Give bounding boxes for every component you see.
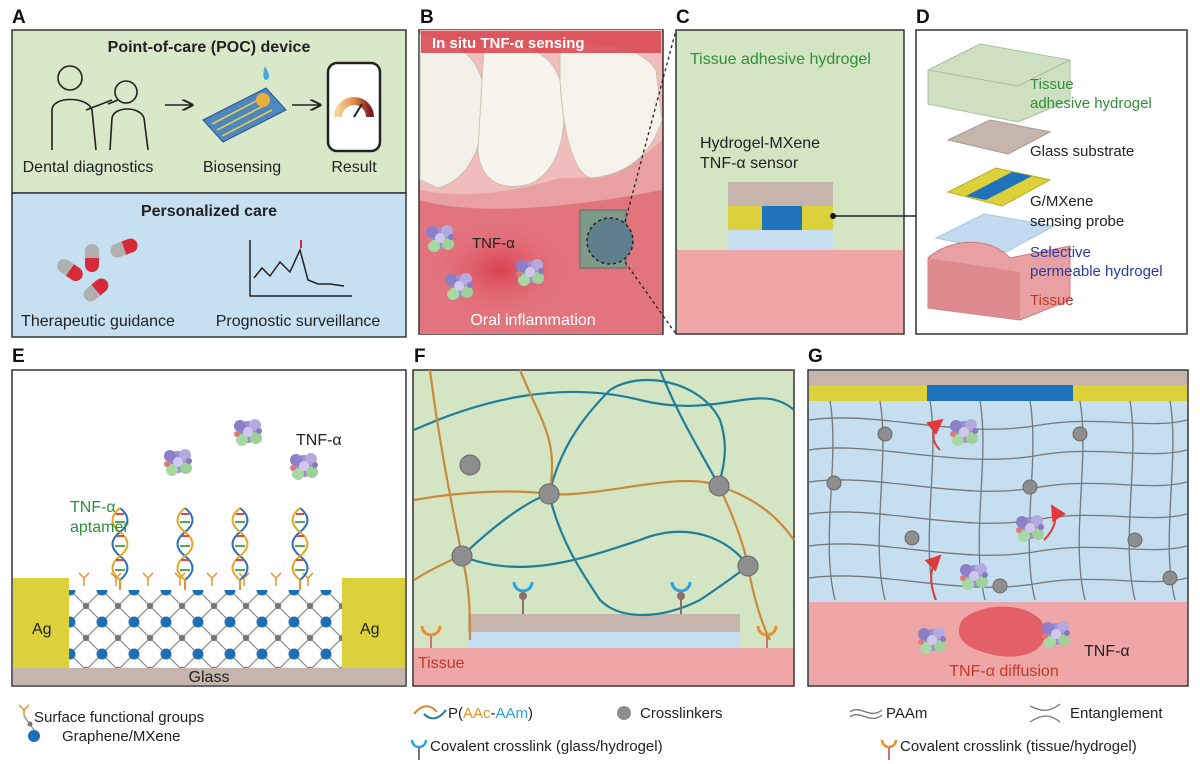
d-glass-label: Glass substrate <box>1030 143 1134 160</box>
tissue-label-f: Tissue <box>418 655 465 672</box>
mxene-layer-g <box>927 385 1073 401</box>
panel-f: F <box>412 346 795 687</box>
legend-crosslinkers: Crosslinkers <box>640 705 723 722</box>
crosslinker-legend-icon <box>617 706 631 720</box>
tissue-hydrogel-crosslinks <box>420 625 778 648</box>
panel-c: C Tissue adhesive hydrogel Hydrogel-MXen… <box>675 7 925 335</box>
d-hydrogel-label-2: adhesive hydrogel <box>1030 95 1152 112</box>
ag-electrode-right <box>342 578 405 668</box>
legend-covalent-glass: Covalent crosslink (glass/hydrogel) <box>430 738 663 755</box>
polymer-network <box>413 369 795 641</box>
inflamed-area <box>420 215 580 325</box>
poc-title: Point-of-care (POC) device <box>108 39 311 56</box>
personalized-care-title: Personalized care <box>141 203 277 220</box>
polymer-legend-icon <box>413 705 447 720</box>
legend-polymer: P(AAc-AAm) <box>448 705 533 722</box>
legend-e: Surface functional groups Graphene/MXene <box>18 704 204 745</box>
panel-b-label: B <box>420 7 434 28</box>
dentist-icon <box>51 65 149 151</box>
tissue-adhesive-hydrogel-label: Tissue adhesive hydrogel <box>690 51 871 68</box>
diffusion-arrows <box>924 418 1067 601</box>
tnf-alpha-label-b: TNF-α <box>472 235 515 252</box>
surface-group-legend-icon <box>18 704 40 742</box>
panel-e: E Ag Ag Glass TNF-α TNF-α aptamer <box>11 346 407 687</box>
panel-c-label: C <box>676 7 690 28</box>
tnf-alpha-label-e: TNF-α <box>296 432 342 449</box>
panel-d: D Tissue adhesive hydrogel Glass substra… <box>915 7 1188 335</box>
therapeutic-guidance-label: Therapeutic guidance <box>21 313 175 330</box>
tissue-region-c <box>677 250 903 333</box>
tnf-diffusion-label: TNF-α diffusion <box>949 663 1058 680</box>
g-crosslinkers <box>826 426 1178 594</box>
glass-label-e: Glass <box>189 669 230 686</box>
glass-layer-c <box>728 182 833 206</box>
panel-g-label: G <box>808 346 823 367</box>
step-biosensing: Biosensing <box>203 159 281 176</box>
legend-surface-groups: Surface functional groups <box>34 709 204 726</box>
d-hydrogel-label-1: Tissue <box>1030 76 1074 93</box>
prognostic-surveillance-label: Prognostic surveillance <box>216 313 381 330</box>
step-dental-diagnostics: Dental diagnostics <box>23 159 154 176</box>
sensor-label-line1: Hydrogel-MXene <box>700 135 820 152</box>
biosensor-strip-icon <box>202 66 287 143</box>
tnf-diffusion-blob <box>958 606 1046 657</box>
panel-d-label: D <box>916 7 930 28</box>
glass-hydrogel-crosslinks <box>512 581 692 614</box>
d-tissue-label: Tissue <box>1030 292 1074 309</box>
d-perm-label-1: Selective <box>1030 244 1091 261</box>
smartphone-icon <box>326 61 382 153</box>
panel-b: B In situ TNF-α sensing TNF-α Oral infla… <box>418 7 664 335</box>
glass-layer-f <box>468 614 740 632</box>
graphene-mxene-lattice <box>69 590 342 668</box>
glass-substrate-plate <box>946 119 1052 155</box>
surveillance-chart-icon <box>249 240 352 297</box>
paam-legend-icon <box>849 709 883 720</box>
ag-right-label: Ag <box>360 621 380 638</box>
permeable-layer-c <box>728 230 833 250</box>
ag-left-label: Ag <box>32 621 52 638</box>
legend-covalent-tissue: Covalent crosslink (tissue/hydrogel) <box>900 738 1137 755</box>
panel-a: A Point-of-care (POC) device Den <box>11 7 407 338</box>
personalized-care-section <box>11 192 407 338</box>
glass-crosslink-legend-icon <box>410 739 428 760</box>
zoom-circle <box>586 217 634 265</box>
oral-inflammation-label: Oral inflammation <box>470 312 595 329</box>
title-banner <box>421 31 661 53</box>
legend-g: PAAm Entanglement Covalent crosslink (ti… <box>849 703 1163 760</box>
d-probe-label-1: G/MXene <box>1030 193 1093 210</box>
mxene-layer-c <box>762 206 802 230</box>
glass-layer-g <box>809 371 1187 385</box>
legend-paam: PAAm <box>886 705 927 722</box>
glass-substrate-e <box>13 668 405 685</box>
tooth-middle <box>477 43 565 187</box>
in-situ-title: In situ TNF-α sensing <box>432 35 585 52</box>
legend-graphene-mxene: Graphene/MXene <box>62 728 180 745</box>
panel-a-label: A <box>12 7 26 28</box>
crosslinkers <box>451 454 759 577</box>
aptamer-label-1: TNF-α <box>70 499 116 516</box>
panel-e-label: E <box>12 346 25 367</box>
tissue-crosslink-legend-icon <box>880 739 898 760</box>
panel-g: G <box>807 346 1189 687</box>
entanglement-legend-icon <box>1029 703 1061 723</box>
tissue-region-f <box>414 648 793 685</box>
tnf-alpha-label-g: TNF-α <box>1084 643 1130 660</box>
legend-entanglement: Entanglement <box>1070 705 1163 722</box>
zoom-line-bottom <box>624 261 677 335</box>
legend-f: P(AAc-AAm) Crosslinkers Covalent crossli… <box>410 705 723 760</box>
panel-f-label: F <box>414 346 426 367</box>
d-perm-label-2: permeable hydrogel <box>1030 263 1163 280</box>
tissue-block-side <box>928 258 1020 320</box>
step-result: Result <box>331 159 377 176</box>
pills-icon <box>57 238 138 302</box>
hydrogel-block-edge <box>927 59 1071 87</box>
permeable-layer-f <box>468 632 740 648</box>
probe-mxene-strip <box>966 172 1032 200</box>
aptamer-label-2: aptamer <box>70 519 129 536</box>
sensor-label-line2: TNF-α sensor <box>700 155 799 172</box>
ag-electrode-left <box>13 578 69 668</box>
d-probe-label-2: sensing probe <box>1030 213 1124 230</box>
